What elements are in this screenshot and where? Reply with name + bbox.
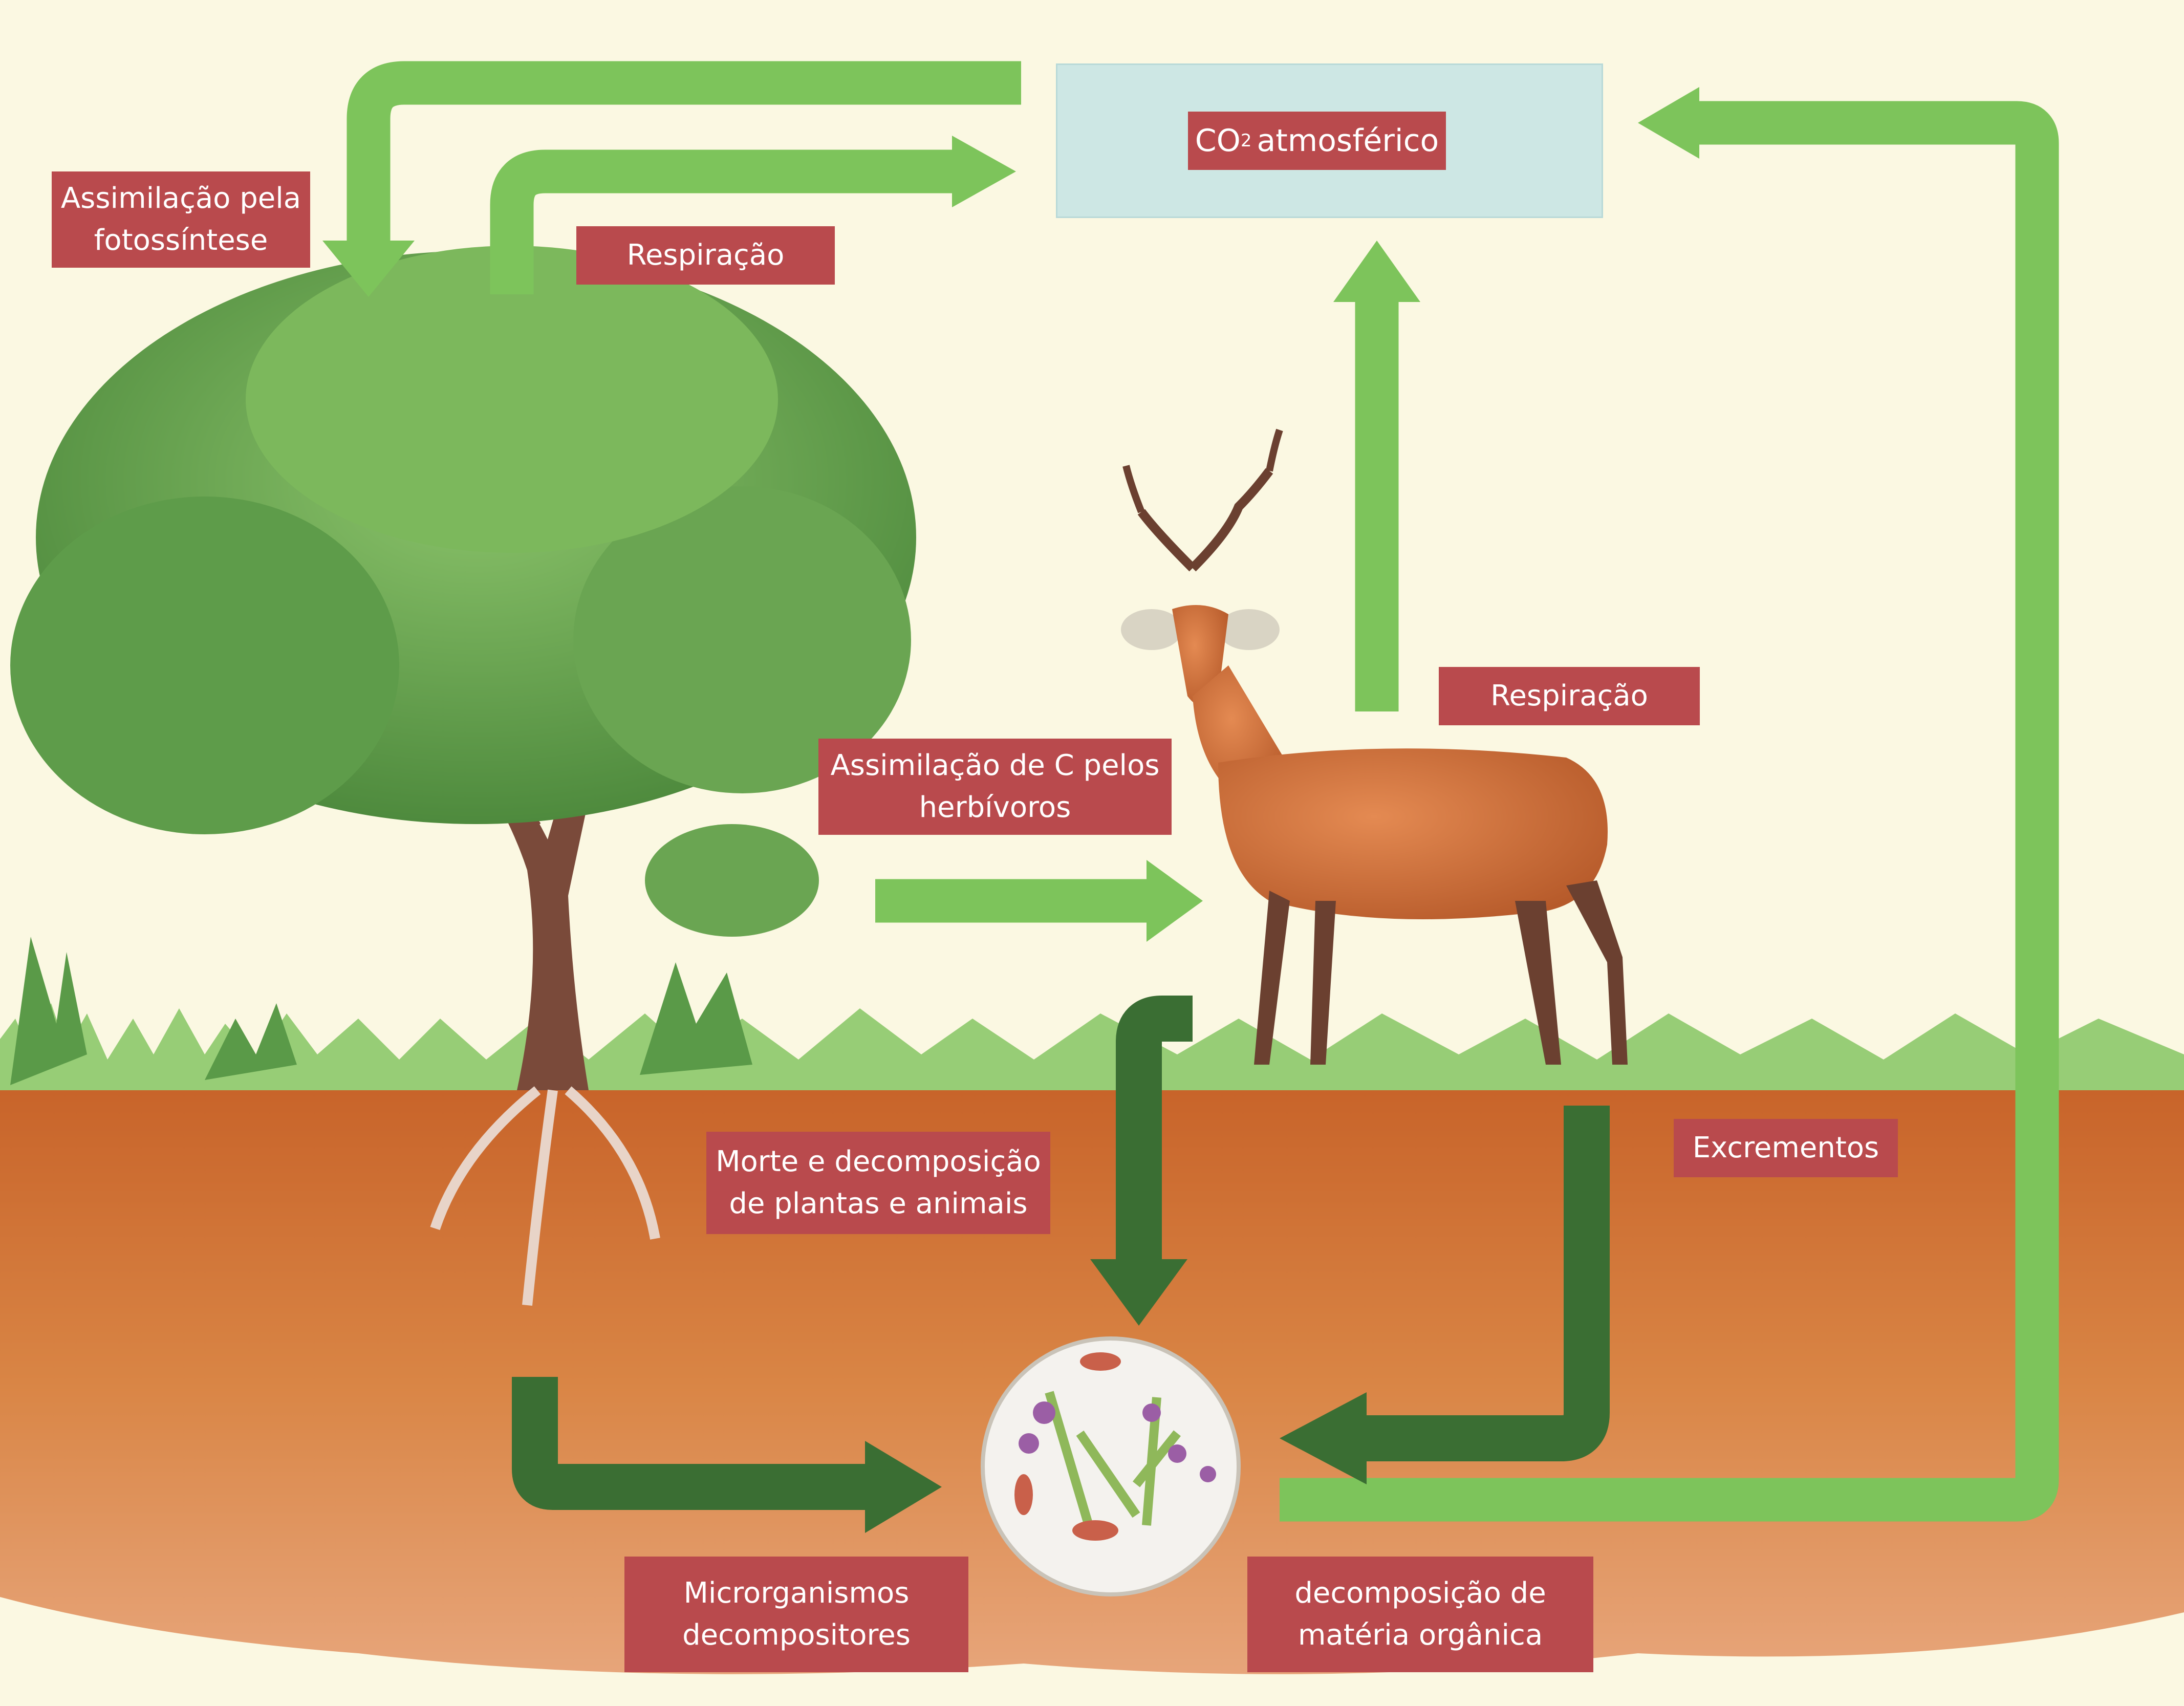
arrow-decomposers [512, 1377, 942, 1533]
label-plant-respiration: Respiração [576, 226, 835, 285]
label-photosynthesis-line1: Assimilação pela [60, 182, 301, 215]
label-decomposers-line1: Microrganismos [683, 1577, 910, 1610]
arrow-deer-respiration [1333, 241, 1420, 711]
label-excrements: Excrementos [1674, 1119, 1898, 1177]
arrow-death-decomposition [1090, 996, 1193, 1326]
tree-illustration [10, 246, 916, 1306]
label-death-decomposition-line1: Morte e decomposição [716, 1145, 1041, 1178]
co2-subscript: 2 [1240, 131, 1252, 151]
microorganisms-illustration [981, 1336, 1241, 1596]
co2-atmospheric-label: CO 2 atmosférico [1188, 112, 1446, 170]
label-herbivores-line1: Assimilação de C pelos [830, 749, 1160, 782]
co2-main: CO [1195, 123, 1241, 159]
label-decomposers: Microrganismos decompositores [624, 1557, 968, 1672]
arrow-herbivore-assimilation [875, 860, 1203, 942]
label-herbivores-line2: herbívoros [919, 791, 1071, 824]
label-animal-respiration-text: Respiração [1490, 679, 1648, 712]
label-decomposers-line2: decompositores [682, 1618, 911, 1652]
arrow-decomposition-to-atmosphere [1280, 87, 2059, 1522]
arrow-atmosphere-to-tree [322, 61, 1021, 297]
grass-strip [0, 937, 2184, 1090]
label-organic-matter-line1: decomposição de [1294, 1577, 1546, 1610]
co2-rest: atmosférico [1257, 123, 1439, 159]
arrow-excrements [1280, 1106, 1610, 1484]
label-death-decomposition-line2: de plantas e animais [729, 1187, 1028, 1220]
label-plant-respiration-text: Respiração [626, 239, 785, 272]
deer-illustration [1121, 428, 1628, 1065]
label-organic-matter-line2: matéria orgânica [1298, 1618, 1543, 1652]
label-excrements-text: Excrementos [1692, 1131, 1879, 1164]
label-organic-matter: decomposição de matéria orgânica [1247, 1557, 1593, 1672]
arrow-tree-respiration [490, 136, 1016, 294]
label-photosynthesis: Assimilação pela fotossíntese [52, 171, 310, 268]
label-animal-respiration: Respiração [1439, 667, 1700, 725]
label-photosynthesis-line2: fotossíntese [94, 224, 268, 257]
label-herbivores: Assimilação de C pelos herbívoros [818, 739, 1172, 835]
label-death-decomposition: Morte e decomposição de plantas e animai… [706, 1132, 1050, 1234]
